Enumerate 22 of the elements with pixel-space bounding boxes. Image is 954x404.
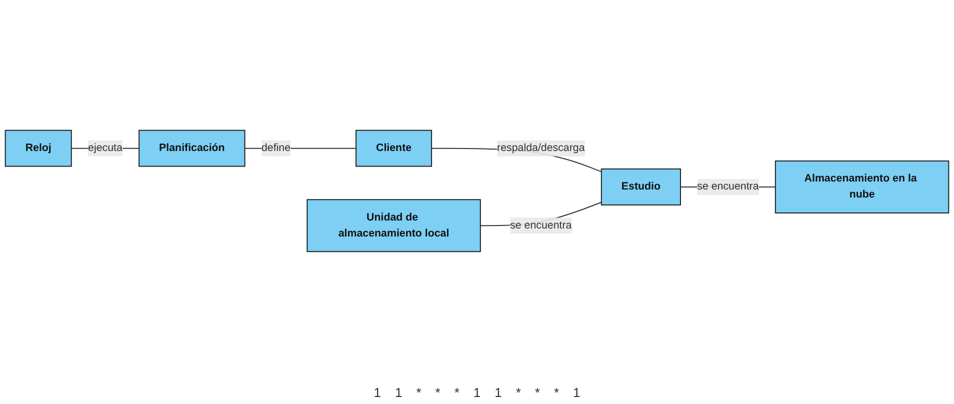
node-box: Cliente	[356, 129, 432, 166]
multiplicity-label: 1	[494, 385, 502, 400]
multiplicity-label: *	[416, 385, 422, 400]
multiplicity-label: 1	[374, 385, 381, 400]
multiplicity-label: *	[554, 385, 560, 400]
multiplicity-label: 1	[573, 385, 580, 400]
multiplicity-label: *	[454, 385, 460, 400]
multiplicity-label: 1	[473, 385, 481, 400]
node-box: Unidad de almacenamiento local	[306, 198, 481, 252]
node-box: Estudio	[600, 168, 681, 205]
node-box: Planificación	[138, 129, 246, 166]
multiplicity-label: 1	[394, 385, 402, 400]
edge-label: se encuentra	[510, 219, 572, 230]
multiplicity-label: *	[435, 385, 440, 400]
edge-label: ejecuta	[88, 142, 122, 154]
multiplicity-label: *	[534, 385, 540, 400]
edge-label: se encuentra	[697, 180, 759, 192]
node-box: Reloj	[4, 129, 72, 166]
multiplicity-label: *	[516, 385, 521, 400]
node-box: Almacenamiento en la nube	[774, 160, 950, 213]
edge-label: define	[261, 142, 291, 154]
edge-label: respalda/descarga	[497, 142, 585, 154]
